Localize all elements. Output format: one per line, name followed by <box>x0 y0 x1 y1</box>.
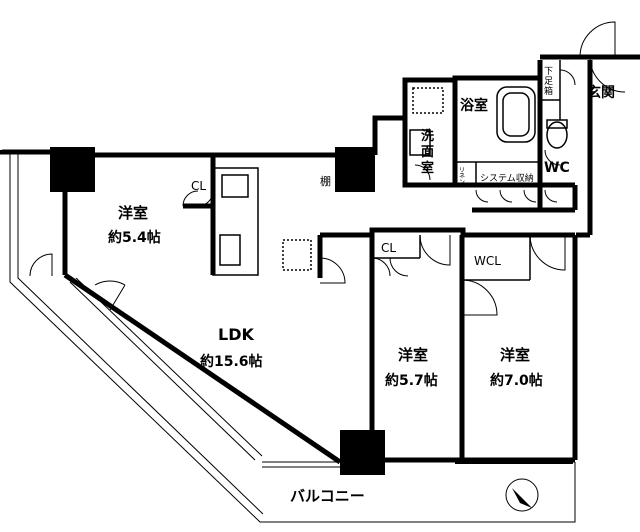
washroom-char3: 室 <box>421 160 434 176</box>
svg-text:箱: 箱 <box>544 85 553 97</box>
western3-size: 約7.0帖 <box>490 372 543 389</box>
ldk-size: 約15.6帖 <box>200 353 263 370</box>
svg-text:下: 下 <box>544 67 553 77</box>
north-arrow-icon <box>505 478 539 512</box>
svg-text:ネ: ネ <box>459 173 465 180</box>
western1-size: 約5.4帖 <box>108 229 161 246</box>
western1-name: 洋室 <box>118 204 148 222</box>
bath-name: 浴室 <box>460 97 488 114</box>
western3-name: 洋室 <box>500 346 530 364</box>
balcony-outline <box>9 152 576 523</box>
svg-text:リ: リ <box>459 167 465 174</box>
exterior-walls <box>0 54 640 465</box>
diagonal-window <box>69 277 340 468</box>
washroom-char1: 洗 <box>421 128 434 144</box>
shoebox-label: 下 足 箱 <box>544 67 553 97</box>
cl1-label: CL <box>191 179 206 193</box>
svg-text:足: 足 <box>544 76 553 87</box>
columns <box>50 147 573 475</box>
linen-label: リ ネ ン <box>459 167 465 186</box>
western2-name: 洋室 <box>398 346 428 364</box>
washroom-char2: 面 <box>421 145 434 160</box>
western2-size: 約5.7帖 <box>385 372 438 389</box>
cl2-label: CL <box>381 241 396 255</box>
door-swings <box>29 21 626 316</box>
shelf-label: 棚 <box>320 174 331 188</box>
entrance-name: 玄関 <box>587 84 615 101</box>
balcony-label: バルコニー <box>290 487 365 505</box>
system-storage-label: システム収納 <box>480 172 534 184</box>
svg-text:ン: ン <box>459 179 465 186</box>
ldk-name: LDK <box>218 325 254 344</box>
wc-name: WC <box>544 160 570 176</box>
wcl-label: WCL <box>474 254 501 268</box>
